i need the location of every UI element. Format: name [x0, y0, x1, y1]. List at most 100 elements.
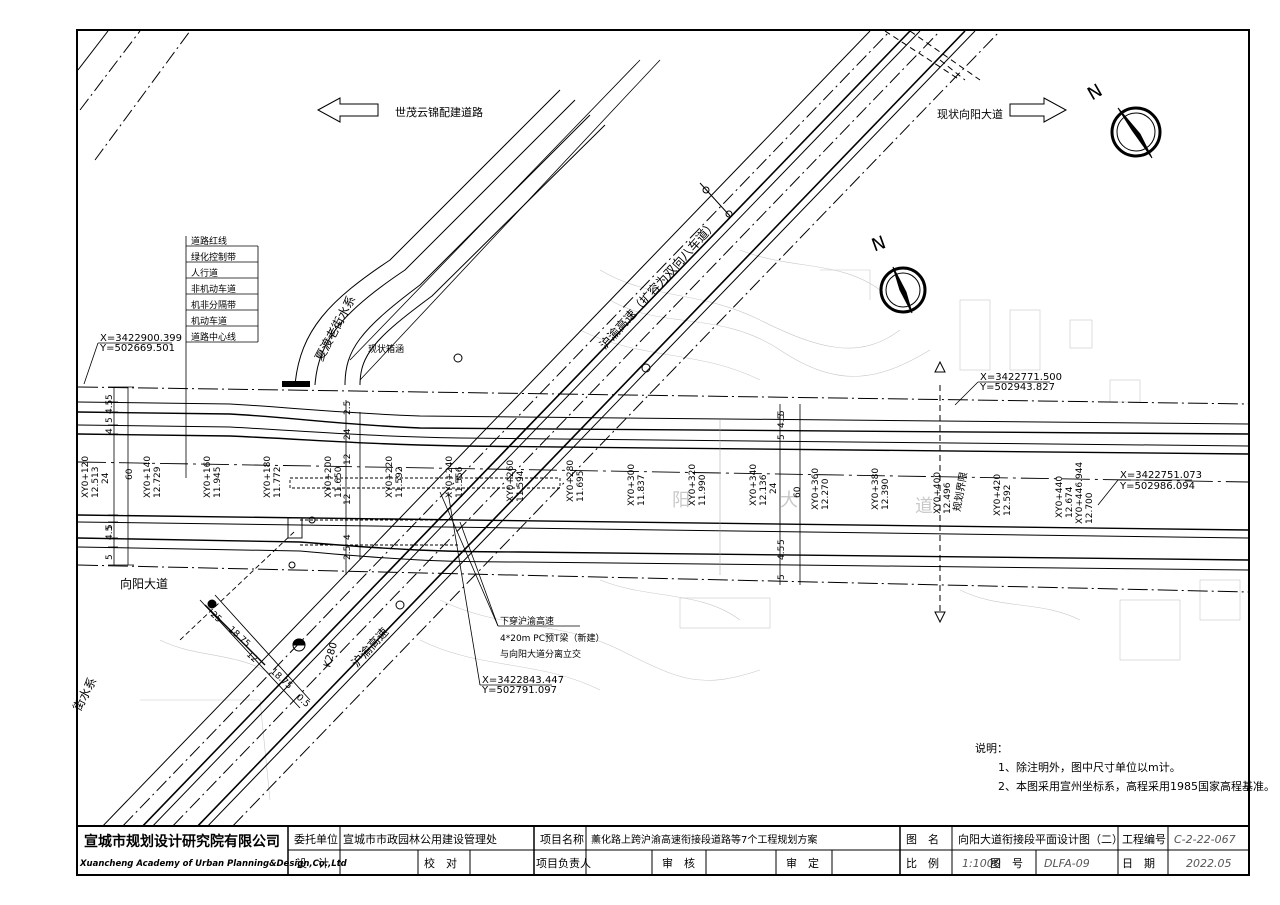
svg-text:5: 5 — [105, 394, 115, 400]
terrain-contours — [140, 249, 1241, 801]
station-10: XY0+320 — [688, 464, 698, 506]
svg-text:4*20m PC预T梁（新建）: 4*20m PC预T梁（新建） — [500, 632, 605, 644]
station-14: XY0+400 — [933, 472, 943, 514]
station-4: XY0+200 — [324, 456, 334, 498]
svg-text:人行道: 人行道 — [191, 267, 218, 279]
svg-text:60: 60 — [793, 486, 803, 498]
north-arrow-2-icon: N — [869, 232, 927, 314]
title-block — [78, 825, 1248, 874]
org-name-cn: 宣城市规划设计研究院有限公司 — [84, 833, 280, 850]
svg-text:N: N — [869, 232, 889, 256]
svg-text:12.700: 12.700 — [1085, 492, 1095, 524]
right-direction-arrow — [1009, 97, 1068, 123]
org-name-en: Xuancheng Academy of Urban Planning&Desi… — [79, 859, 348, 869]
avenue-label: 向阳大道 — [120, 576, 168, 591]
svg-text:12.496: 12.496 — [943, 482, 953, 514]
bridge-outline-top — [884, 31, 981, 81]
svg-text:比 例: 比 例 — [906, 856, 939, 870]
svg-text:60: 60 — [125, 468, 135, 480]
station-7: XY0+260 — [506, 460, 516, 502]
mid-dimension-stack — [345, 400, 801, 585]
svg-text:与向阳大道分离立交: 与向阳大道分离立交 — [500, 648, 581, 660]
svg-text:5: 5 — [105, 524, 115, 530]
drawing-border — [76, 29, 1250, 876]
svg-text:5: 5 — [777, 539, 787, 545]
culvert-marker — [282, 381, 310, 387]
left-direction-arrow — [316, 97, 379, 123]
svg-text:审 核: 审 核 — [662, 856, 695, 870]
svg-text:1、除注明外，图中尺寸单位以m计。: 1、除注明外，图中尺寸单位以m计。 — [998, 760, 1181, 774]
svg-text:4.5: 4.5 — [105, 400, 115, 414]
svg-text:图 号: 图 号 — [990, 857, 1023, 870]
svg-text:11.772: 11.772 — [273, 467, 283, 499]
svg-text:5: 5 — [777, 434, 787, 440]
right-arrow-label: 现状向阳大道 — [937, 107, 1003, 121]
svg-text:工程编号: 工程编号 — [1122, 832, 1166, 846]
planning-boundary-line — [934, 360, 946, 624]
svg-text:阳: 阳 — [672, 490, 690, 511]
svg-text:0.5: 0.5 — [294, 693, 311, 710]
svg-text:项目负责人: 项目负责人 — [536, 856, 591, 870]
bridge-note: 下穿沪渝高速 4*20m PC预T梁（新建） 与向阳大道分离立交 — [439, 491, 605, 660]
station-6: XY0+240 — [445, 456, 455, 498]
station-labels: XY0+120 12.513 24 XY0+140 12.729 XY0+160… — [81, 456, 1095, 524]
bridge-overlay — [179, 477, 561, 709]
map-area: 阳 大 道 — [78, 31, 1248, 825]
svg-text:道路中心线: 道路中心线 — [191, 331, 236, 343]
svg-text:Y=502669.501: Y=502669.501 — [99, 343, 175, 354]
station-13: XY0+380 — [871, 468, 881, 510]
svg-text:12: 12 — [343, 454, 353, 465]
svg-text:道路红线: 道路红线 — [191, 235, 227, 247]
svg-text:道: 道 — [915, 496, 933, 517]
svg-text:委托单位: 委托单位 — [294, 832, 338, 846]
svg-text:12: 12 — [343, 494, 353, 505]
station-0: XY0+120 — [81, 456, 91, 498]
svg-text:X=3422900.399: X=3422900.399 — [100, 333, 182, 344]
survey-markers — [207, 182, 733, 652]
north-arrow-icon: N — [1084, 80, 1162, 159]
svg-text:项目名称: 项目名称 — [540, 832, 584, 846]
svg-text:X=3422843.447: X=3422843.447 — [482, 675, 564, 686]
svg-text:11.594: 11.594 — [516, 470, 526, 502]
svg-text:非机动车道: 非机动车道 — [191, 283, 236, 295]
svg-text:X=3422751.073: X=3422751.073 — [1120, 470, 1202, 481]
svg-text:24: 24 — [769, 482, 779, 494]
drawing-notes: 说明： 1、除注明外，图中尺寸单位以m计。 2、本图采用宣州坐标系，高程采用19… — [975, 741, 1275, 793]
svg-text:C-2-22-067: C-2-22-067 — [1174, 833, 1236, 846]
svg-text:11.592: 11.592 — [395, 467, 405, 499]
station-8: XY0+280 — [566, 460, 576, 502]
svg-text:12.390: 12.390 — [881, 478, 891, 510]
svg-text:X=3422771.500: X=3422771.500 — [980, 372, 1062, 383]
station-9: XY0+300 — [627, 464, 637, 506]
left-dimension-labels: 5 4.5 5 4 5 4.5 5 60 — [105, 394, 135, 560]
svg-text:薰化路上跨沪渝高速衔接段道路等7个工程规划方案: 薰化路上跨沪渝高速衔接段道路等7个工程规划方案 — [591, 833, 817, 846]
svg-text:校 对: 校 对 — [424, 856, 457, 870]
svg-text:5: 5 — [105, 417, 115, 423]
svg-text:日 期: 日 期 — [1122, 857, 1155, 870]
svg-text:说明：: 说明： — [975, 741, 1008, 755]
left-arrow-label: 世茂云锦配建道路 — [395, 105, 483, 119]
lane-legend-labels: 道路红线 绿化控制带 人行道 非机动车道 机非分隔带 机动车道 道路中心线 — [191, 235, 236, 343]
svg-text:12.270: 12.270 — [821, 478, 831, 510]
svg-text:4.5: 4.5 — [105, 526, 115, 540]
station-2: XY0+160 — [203, 456, 213, 498]
svg-text:4: 4 — [343, 534, 353, 540]
canal-curves — [294, 89, 606, 386]
svg-text:审 定: 审 定 — [786, 856, 819, 870]
svg-text:11.695: 11.695 — [576, 471, 586, 503]
coordinate-callouts: X=3422900.399 Y=502669.501 X=3422771.500… — [83, 333, 1202, 696]
svg-text:机非分隔带: 机非分隔带 — [191, 299, 236, 311]
svg-text:5: 5 — [105, 554, 115, 560]
svg-text:Y=502986.094: Y=502986.094 — [1119, 481, 1195, 492]
xiangyang-avenue-lines — [78, 386, 1248, 593]
expressway-label: 沪渝高速（扩容为双向八车道） — [596, 217, 720, 352]
svg-text:2022.05: 2022.05 — [1186, 857, 1232, 870]
svg-text:2、本图采用宣州坐标系，高程采用1985国家高程基准。: 2、本图采用宣州坐标系，高程采用1985国家高程基准。 — [998, 779, 1275, 793]
svg-text:11.837: 11.837 — [637, 475, 647, 507]
station-15: XY0+420 — [993, 474, 1003, 516]
culvert-label: 现状箱涵 — [368, 343, 404, 355]
mid-dimension-labels: 2.5 24 12 12 4 2.5 5 4.5 5 5 4.5 5 60 — [343, 401, 803, 580]
svg-text:下穿沪渝高速: 下穿沪渝高速 — [500, 615, 554, 627]
svg-text:4.5: 4.5 — [777, 414, 787, 428]
svg-text:Y=502791.097: Y=502791.097 — [481, 685, 557, 696]
